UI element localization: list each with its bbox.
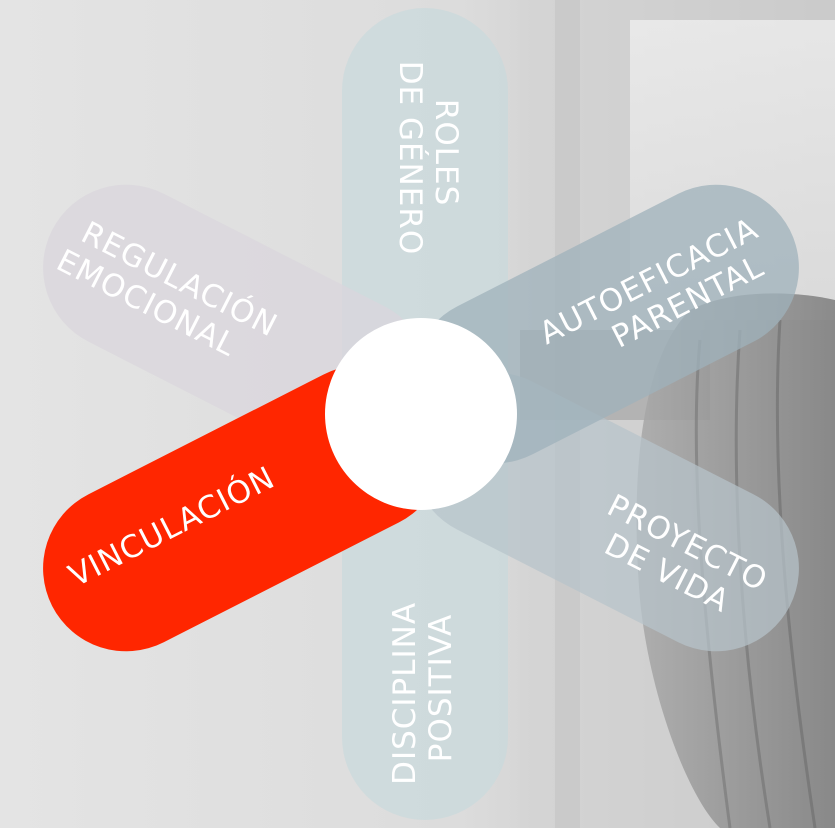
svg-text:DISCIPLINA POSITIVA: DISCIPLINA POSITIVA <box>387 591 459 785</box>
label-roles-line1: ROLES <box>428 99 464 206</box>
center-circle <box>325 318 517 510</box>
label-disciplina-line1: DISCIPLINA <box>387 602 423 785</box>
svg-text:ROLES DE GÉNERO: ROLES DE GÉNERO <box>392 61 464 256</box>
label-roles-line2: DE GÉNERO <box>392 61 428 256</box>
label-disciplina-line2: POSITIVA <box>423 614 459 762</box>
label-roles: ROLES DE GÉNERO <box>392 61 464 256</box>
label-disciplina: DISCIPLINA POSITIVA <box>387 591 459 785</box>
